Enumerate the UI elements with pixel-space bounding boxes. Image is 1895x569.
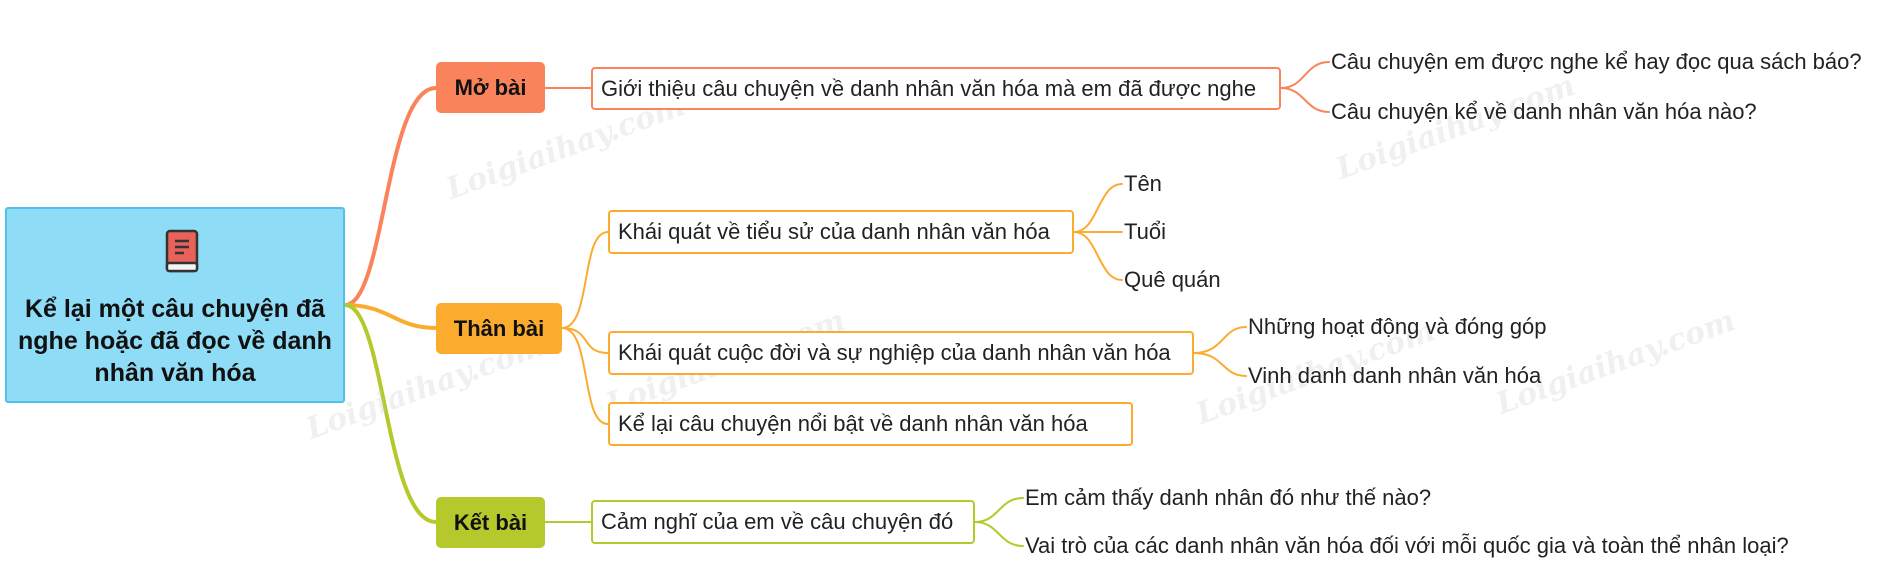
root-node: Kể lại một câu chuyện đã nghe hoặc đã đọ…: [5, 207, 345, 403]
topic-than-bai-2: Khái quát cuộc đời và sự nghiệp của danh…: [608, 331, 1194, 375]
topic-than-bai-1: Khái quát về tiểu sử của danh nhân văn h…: [608, 210, 1074, 254]
leaf-than-bai-2-1: Những hoạt động và đóng góp: [1248, 314, 1547, 339]
leaf-mo-bai-1: Câu chuyện em được nghe kể hay đọc qua s…: [1331, 49, 1862, 74]
link-mo-leaf-1: [1280, 61, 1330, 89]
leaf-ket-bai-1: Em cảm thấy danh nhân đó như thế nào?: [1025, 485, 1432, 510]
leaf-than-bai-1-1: Tên: [1124, 171, 1162, 196]
root-title: Kể lại một câu chuyện đã nghe hoặc đã đọ…: [18, 295, 332, 387]
topic-ket-bai: Cảm nghĩ của em về câu chuyện đó: [591, 500, 975, 544]
link-t1-leaf-3: [1073, 231, 1123, 281]
link-root-ket-bai: [343, 303, 438, 524]
link-root-mo-bai: [343, 86, 438, 307]
link-than-topic-2: [561, 327, 609, 354]
topic-than-bai-3: Kể lại câu chuyện nổi bật về danh nhân v…: [608, 402, 1133, 446]
link-root-than-bai: [343, 303, 438, 330]
link-t2-leaf-2: [1193, 352, 1247, 377]
link-than-topic-1: [561, 231, 609, 329]
leaf-mo-bai-2: Câu chuyện kể về danh nhân văn hóa nào?: [1331, 99, 1757, 124]
leaf-ket-bai-2: Vai trò của các danh nhân văn hóa đối vớ…: [1025, 533, 1789, 558]
branch-ket-bai: Kết bài: [436, 497, 545, 548]
leaf-than-bai-1-3: Quê quán: [1124, 267, 1221, 292]
link-ket-leaf-1: [974, 497, 1024, 523]
link-than-topic-3: [561, 327, 609, 425]
branch-mo-bai: Mở bài: [436, 62, 545, 113]
leaf-than-bai-1-2: Tuổi: [1124, 219, 1166, 244]
link-t2-leaf-1: [1193, 326, 1247, 354]
branch-than-bai: Thân bài: [436, 303, 562, 354]
link-t1-leaf-1: [1073, 183, 1123, 233]
link-mo-leaf-2: [1280, 87, 1330, 113]
leaf-than-bai-2-2: Vinh danh danh nhân văn hóa: [1248, 363, 1542, 388]
topic-mo-bai: Giới thiệu câu chuyện về danh nhân văn h…: [591, 67, 1281, 110]
link-ket-leaf-2: [974, 521, 1024, 547]
book-icon: [165, 229, 199, 273]
